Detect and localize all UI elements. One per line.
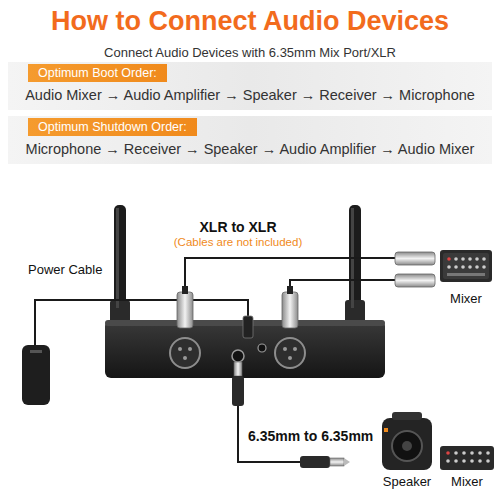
power-plug xyxy=(243,316,253,338)
device-label: Mixer xyxy=(451,474,483,489)
antenna xyxy=(110,205,365,324)
xlr-plug xyxy=(177,286,298,328)
title: How to Connect Audio Devices xyxy=(0,6,500,37)
device-label: Mixer xyxy=(450,291,482,306)
order-band: Microphone → Receiver → Speaker → Audio … xyxy=(8,116,492,164)
cable-note: (Cables are not included) xyxy=(174,236,303,248)
power-adapter xyxy=(22,345,50,405)
cable-label: 6.35mm to 6.35mm xyxy=(248,428,373,444)
order-tag: Optimum Boot Order: xyxy=(28,64,167,82)
subtitle: Connect Audio Devices with 6.35mm Mix Po… xyxy=(104,45,396,60)
order-band: Audio Mixer → Audio Amplifier → Speaker … xyxy=(8,62,492,110)
cable xyxy=(35,258,395,462)
mixer-icon xyxy=(440,250,492,282)
order-sequence: Microphone → Receiver → Speaker → Audio … xyxy=(26,141,475,157)
order-sequence: Audio Mixer → Audio Amplifier → Speaker … xyxy=(25,87,475,103)
jack-plug xyxy=(232,362,350,468)
xlr-connector xyxy=(395,252,435,287)
cable-label: XLR to XLR xyxy=(200,219,277,235)
order-heading: Optimum Shutdown Order: xyxy=(38,120,187,134)
order-tag: Optimum Shutdown Order: xyxy=(28,118,197,136)
speaker-icon xyxy=(382,412,432,470)
device-label: Speaker xyxy=(383,474,431,489)
mixer-icon xyxy=(440,446,494,470)
order-heading: Optimum Boot Order: xyxy=(38,66,157,80)
cable-label: Power Cable xyxy=(28,262,102,277)
